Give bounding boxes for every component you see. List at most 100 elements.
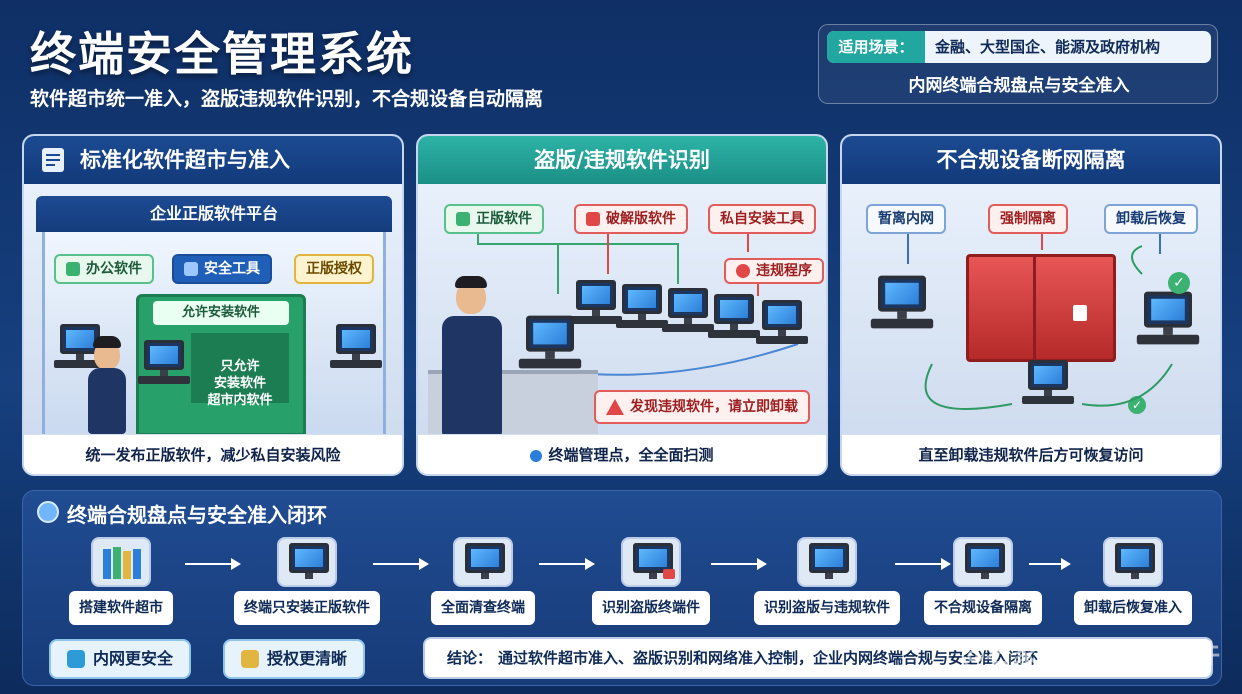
conclusion-key: 结论：	[447, 649, 493, 667]
chip-label: 违规程序	[756, 263, 812, 279]
admin-monitor-icon	[518, 315, 582, 369]
check-icon: ✓	[1168, 272, 1190, 294]
chip-security-tools: 安全工具	[172, 254, 272, 284]
monitor-icon	[54, 324, 106, 368]
chip-office-software: 办公软件	[54, 254, 154, 284]
panel-title: 不合规设备断网隔离	[936, 148, 1126, 172]
panel-header: 标准化软件超市与准入	[24, 136, 402, 184]
chip-label: 暂离内网	[878, 211, 934, 227]
terminal-icon	[138, 340, 190, 384]
panel-software-market: 标准化软件超市与准入 企业正版软件平台 办公软件 安全工具 正版授权 允许安装软…	[22, 134, 404, 476]
chip-licensed: 正版授权	[294, 254, 374, 284]
isolated-monitor-icon	[953, 537, 1013, 587]
flow-step: 卸载后恢复准入	[1053, 537, 1213, 629]
monitor-icon	[756, 300, 808, 344]
flow-step-label: 识别盗版终端件	[592, 591, 710, 625]
store-banner: 企业正版软件平台	[36, 196, 392, 232]
chip-label: 正版软件	[476, 211, 532, 227]
flow-step: 识别盗版终端件	[571, 537, 731, 629]
warning-monitor-icon	[621, 537, 681, 587]
page-subtitle: 软件超市统一准入，盗版违规软件识别，不合规设备自动隔离	[30, 88, 544, 110]
violation-alert: 发现违规软件，请立即卸载	[594, 390, 810, 424]
block-icon	[736, 264, 750, 278]
scene-box: 适用场景： 金融、大型国企、能源及政府机构 内网终端合规盘点与安全准入	[818, 24, 1218, 104]
monitor-icon	[453, 537, 513, 587]
watermark: @石家庄洞察之眼软件	[959, 640, 1220, 670]
flow-step-label: 识别盗版与违规软件	[754, 591, 900, 625]
monitor-icon	[277, 537, 337, 587]
isolated-monitor-icon	[1022, 360, 1074, 404]
panel-footer: 终端管理点，全全面扫测	[418, 434, 826, 474]
badge-safer-intranet: 内网更安全	[49, 639, 192, 679]
chip-private-tools: 私自安装工具	[708, 204, 816, 234]
office-icon	[66, 262, 80, 276]
scene-row: 适用场景： 金融、大型国企、能源及政府机构	[827, 31, 1211, 63]
scan-icon	[530, 449, 543, 462]
conclusion-text: 通过软件超市准入、盗版识别和网络准入控制，企业内网终端合规与安全准入闭环	[498, 649, 1039, 667]
flow-arrows	[907, 234, 1173, 410]
gate-screen: 只允许 安装软件 超市内软件	[191, 333, 289, 408]
panel-header: 盗版/违规软件识别	[418, 136, 826, 184]
page-title: 终端安全管理系统	[30, 27, 414, 81]
monitor-icon	[662, 288, 714, 332]
panel-footer: 统一发布正版软件，减少私自安装风险	[24, 434, 402, 474]
flow-step: 搭建软件超市	[41, 537, 201, 629]
alert-text: 发现违规软件，请立即卸载	[630, 399, 798, 415]
chip-label: 正版授权	[306, 261, 362, 277]
panel-header: 不合规设备断网隔离	[842, 136, 1220, 184]
gate-sign-label: 允许安装软件	[181, 305, 260, 320]
flow-step-label: 卸载后恢复准入	[1074, 591, 1192, 625]
flow-step-label: 全面清查终端	[431, 591, 535, 625]
gate-sign: 允许安装软件	[153, 301, 289, 325]
panel-piracy-detection: 盗版/违规软件识别 正版软件 破解版软件 私自安装工具 违规程序	[416, 134, 828, 476]
monitor-icon	[616, 284, 668, 328]
conclusion: 结论： 通过软件超市准入、盗版识别和网络准入控制，企业内网终端合规与安全准入闭环	[423, 637, 1213, 679]
badge-clearer-license: 授权更清晰	[223, 639, 366, 679]
books-icon	[91, 537, 151, 587]
chip-genuine-software: 正版软件	[444, 204, 544, 234]
monitor-icon	[797, 537, 857, 587]
chip-restore: 卸载后恢复	[1104, 204, 1198, 234]
chip-force-isolate: 强制隔离	[988, 204, 1068, 234]
compliance-flow: 终端合规盘点与安全准入闭环 搭建软件超市 终端只安装正版软件 全面清查终端 识别…	[22, 490, 1222, 686]
arrow-right-icon	[711, 558, 767, 570]
flow-title: 终端合规盘点与安全准入闭环	[67, 503, 327, 527]
monitor-icon	[570, 280, 622, 324]
scene-secondary: 内网终端合规盘点与安全准入	[908, 76, 1130, 96]
panel-footer: 直至卸载违规软件后方可恢复访问	[842, 434, 1220, 474]
panel-footer-text: 终端管理点，全全面扫测	[548, 446, 714, 464]
chip-label: 办公软件	[86, 261, 142, 277]
panel-title: 盗版/违规软件识别	[534, 148, 710, 172]
header: 终端安全管理系统 软件超市统一准入，盗版违规软件识别，不合规设备自动隔离 适用场…	[0, 0, 1242, 120]
restore-monitor-icon	[1103, 537, 1163, 587]
arrow-right-icon	[1029, 558, 1071, 570]
panel-illustration: 暂离内网 强制隔离 卸载后恢复 ✓ ✓	[842, 184, 1220, 436]
chip-label: 卸载后恢复	[1116, 211, 1186, 227]
store-banner-label: 企业正版软件平台	[149, 204, 278, 223]
license-icon	[241, 650, 259, 668]
arrow-right-icon	[185, 558, 241, 570]
arrow-right-icon	[373, 558, 429, 570]
panel-isolation: 不合规设备断网隔离 暂离内网 强制隔离 卸载后恢复 ✓ ✓ 直至卸载违规软件后方…	[840, 134, 1222, 476]
document-icon	[42, 148, 64, 172]
chip-cracked-software: 破解版软件	[574, 204, 688, 234]
monitor-icon	[330, 324, 382, 368]
arrow-right-icon	[895, 558, 951, 570]
badge-label: 内网更安全	[93, 649, 174, 668]
warning-icon	[586, 212, 600, 226]
shield-icon	[184, 262, 198, 276]
flow-step: 不合规设备隔离	[903, 537, 1063, 629]
restored-monitor-icon	[1136, 291, 1200, 345]
flow-step: 识别盗版与违规软件	[739, 537, 915, 629]
globe-icon	[37, 501, 59, 523]
badge-label: 授权更清晰	[267, 649, 348, 668]
monitor-icon	[708, 294, 760, 338]
check-icon	[456, 212, 470, 226]
flow-step: 全面清查终端	[403, 537, 563, 629]
panel-illustration: 企业正版软件平台 办公软件 安全工具 正版授权 允许安装软件 只允许 安装软件 …	[24, 184, 402, 436]
scene-value: 金融、大型国企、能源及政府机构	[935, 38, 1161, 56]
green-gate: 允许安装软件 只允许 安装软件 超市内软件	[136, 294, 306, 436]
chip-leave-intranet: 暂离内网	[866, 204, 946, 234]
scene-tag: 适用场景：	[827, 31, 925, 63]
shield-icon	[67, 650, 85, 668]
